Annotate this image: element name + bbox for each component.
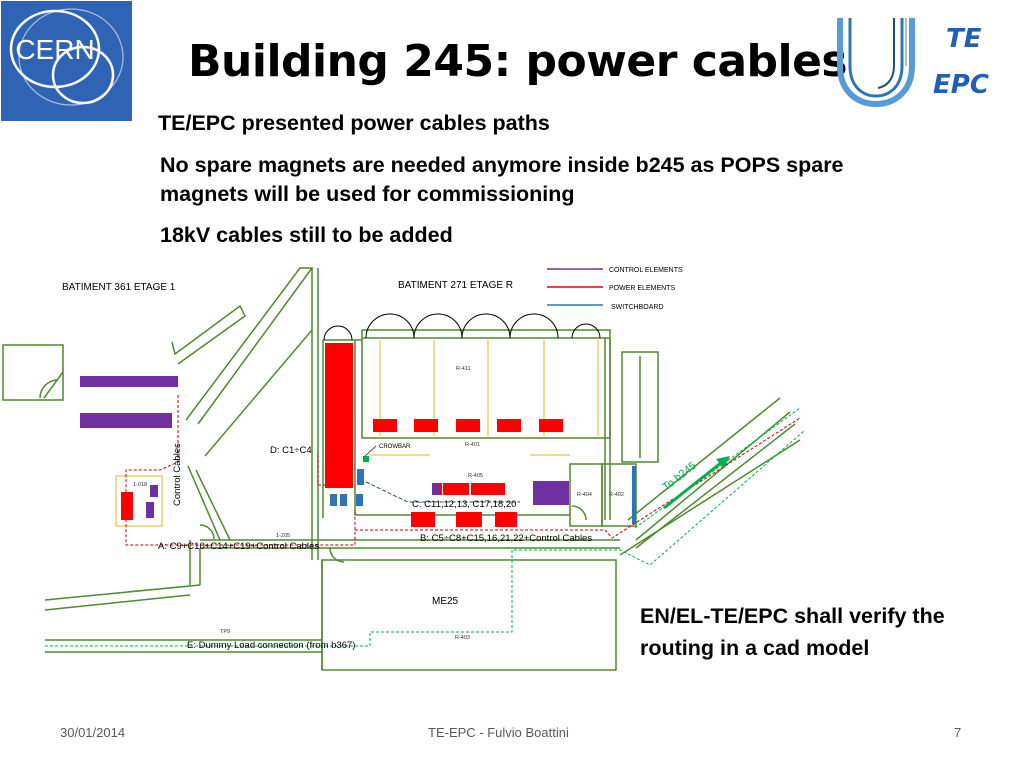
room-me25-label: ME25 (432, 596, 459, 607)
cad-model-note-line2: routing in a cad model (640, 636, 870, 660)
cad-model-note: EN/EL-TE/EPC shall verify the routing in… (640, 600, 945, 664)
footer-author: TE-EPC - Fulvio Boattini (428, 725, 569, 740)
cad-model-note-line1: EN/EL-TE/EPC shall verify the (640, 604, 945, 628)
bullet-no-spare-magnets-line1: No spare magnets are needed anymore insi… (160, 153, 844, 177)
room-r405-label: R-405 (468, 473, 483, 479)
control-element (80, 376, 178, 387)
building-271-label: BATIMENT 271 ETAGE R (398, 280, 513, 291)
power-elements (121, 343, 563, 527)
room-r411-label: R-411 (456, 366, 471, 372)
bullet-18kv-cables: 18kV cables still to be added (160, 223, 453, 247)
cable-a-label: A: C9+C10+C14+C19+Control Cables (158, 541, 319, 552)
legend-power-label: POWER ELEMENTS (609, 285, 675, 292)
legend-switchboard-label: SWITCHBOARD (611, 304, 664, 311)
hall-arches (323, 313, 601, 341)
power-element (325, 343, 353, 488)
cable-e-label: E: Dummy Load connection (from b367) (187, 640, 355, 651)
cable-b-label: B: C5÷C8+C15,16,21,22+Control Cables (420, 533, 592, 544)
cern-logo-text: CERN (15, 34, 94, 65)
epc-logo-text: EPC (933, 70, 989, 100)
cable-routes (45, 395, 806, 647)
switchboard-element (340, 494, 347, 506)
power-element (121, 492, 133, 520)
building-walls (2, 267, 801, 671)
cable-route-a (125, 395, 356, 546)
cable-route-c (365, 481, 520, 503)
footer-page-number: 7 (954, 725, 962, 740)
power-element (497, 419, 521, 432)
crowbar-label: CROWBAR (379, 444, 411, 450)
cable-route-e (45, 429, 806, 647)
cable-route-green-main (634, 407, 801, 529)
slide-title: Building 245: power cables (188, 36, 848, 87)
bullet-no-spare-magnets: No spare magnets are needed anymore insi… (160, 151, 844, 209)
cable-route-b (355, 417, 801, 539)
room-tp9-label: TP9 (220, 629, 230, 635)
arrow-to-b245 (663, 456, 730, 510)
crowbar-element (363, 456, 369, 462)
footer-date: 30/01/2014 (60, 725, 126, 740)
power-element (443, 483, 469, 495)
cern-logo-graphic: CERN (9, 8, 124, 106)
crowbar-pointer (364, 445, 377, 457)
power-element (456, 419, 480, 432)
legend: CONTROL ELEMENTS POWER ELEMENTS SWITCHBO… (547, 267, 683, 311)
switchboard-element (632, 466, 636, 524)
switchboard-elements (330, 466, 636, 524)
room-1205-label: 1-205 (276, 533, 290, 539)
floor-plan-diagram: CONTROL ELEMENTS POWER ELEMENTS SWITCHBO… (2, 267, 806, 671)
bullet-presented-paths: TE/EPC presented power cables paths (158, 111, 550, 135)
control-element (432, 483, 440, 495)
cable-route-d (317, 455, 345, 486)
power-element (471, 483, 505, 495)
bullet-no-spare-magnets-line2: magnets will be used for commissioning (160, 182, 575, 206)
switchboard-element (356, 494, 363, 506)
control-element (150, 485, 158, 497)
room-r401-label: R-401 (465, 442, 480, 448)
cable-d-label: D: C1÷C4 (270, 445, 312, 456)
control-element (80, 413, 172, 428)
u-logo (834, 14, 918, 108)
control-cables-label: Control Cables (172, 443, 183, 506)
room-1018-label: 1-018 (133, 482, 147, 488)
switchboard-element (357, 469, 364, 485)
control-element (146, 502, 154, 518)
legend-control-label: CONTROL ELEMENTS (609, 267, 683, 274)
switchboard-element (330, 494, 337, 506)
room-r404-label: R-404 (577, 492, 592, 498)
cable-c-label: C: C11,12,13, C17,18,20 (412, 499, 516, 510)
power-element (414, 419, 438, 432)
power-element (495, 512, 517, 527)
te-logo-text: TE (946, 24, 982, 54)
power-element (373, 419, 397, 432)
control-element (533, 481, 569, 505)
cern-logo: CERN (1, 1, 132, 121)
room-r402-label: R-402 (609, 492, 624, 498)
room-r403-label: R-403 (455, 635, 470, 641)
power-element (456, 512, 482, 527)
to-b245-label: To b245 (660, 460, 698, 494)
power-element (539, 419, 563, 432)
building-361-label: BATIMENT 361 ETAGE 1 (62, 282, 176, 293)
power-element (411, 512, 435, 527)
control-elements (80, 376, 569, 518)
